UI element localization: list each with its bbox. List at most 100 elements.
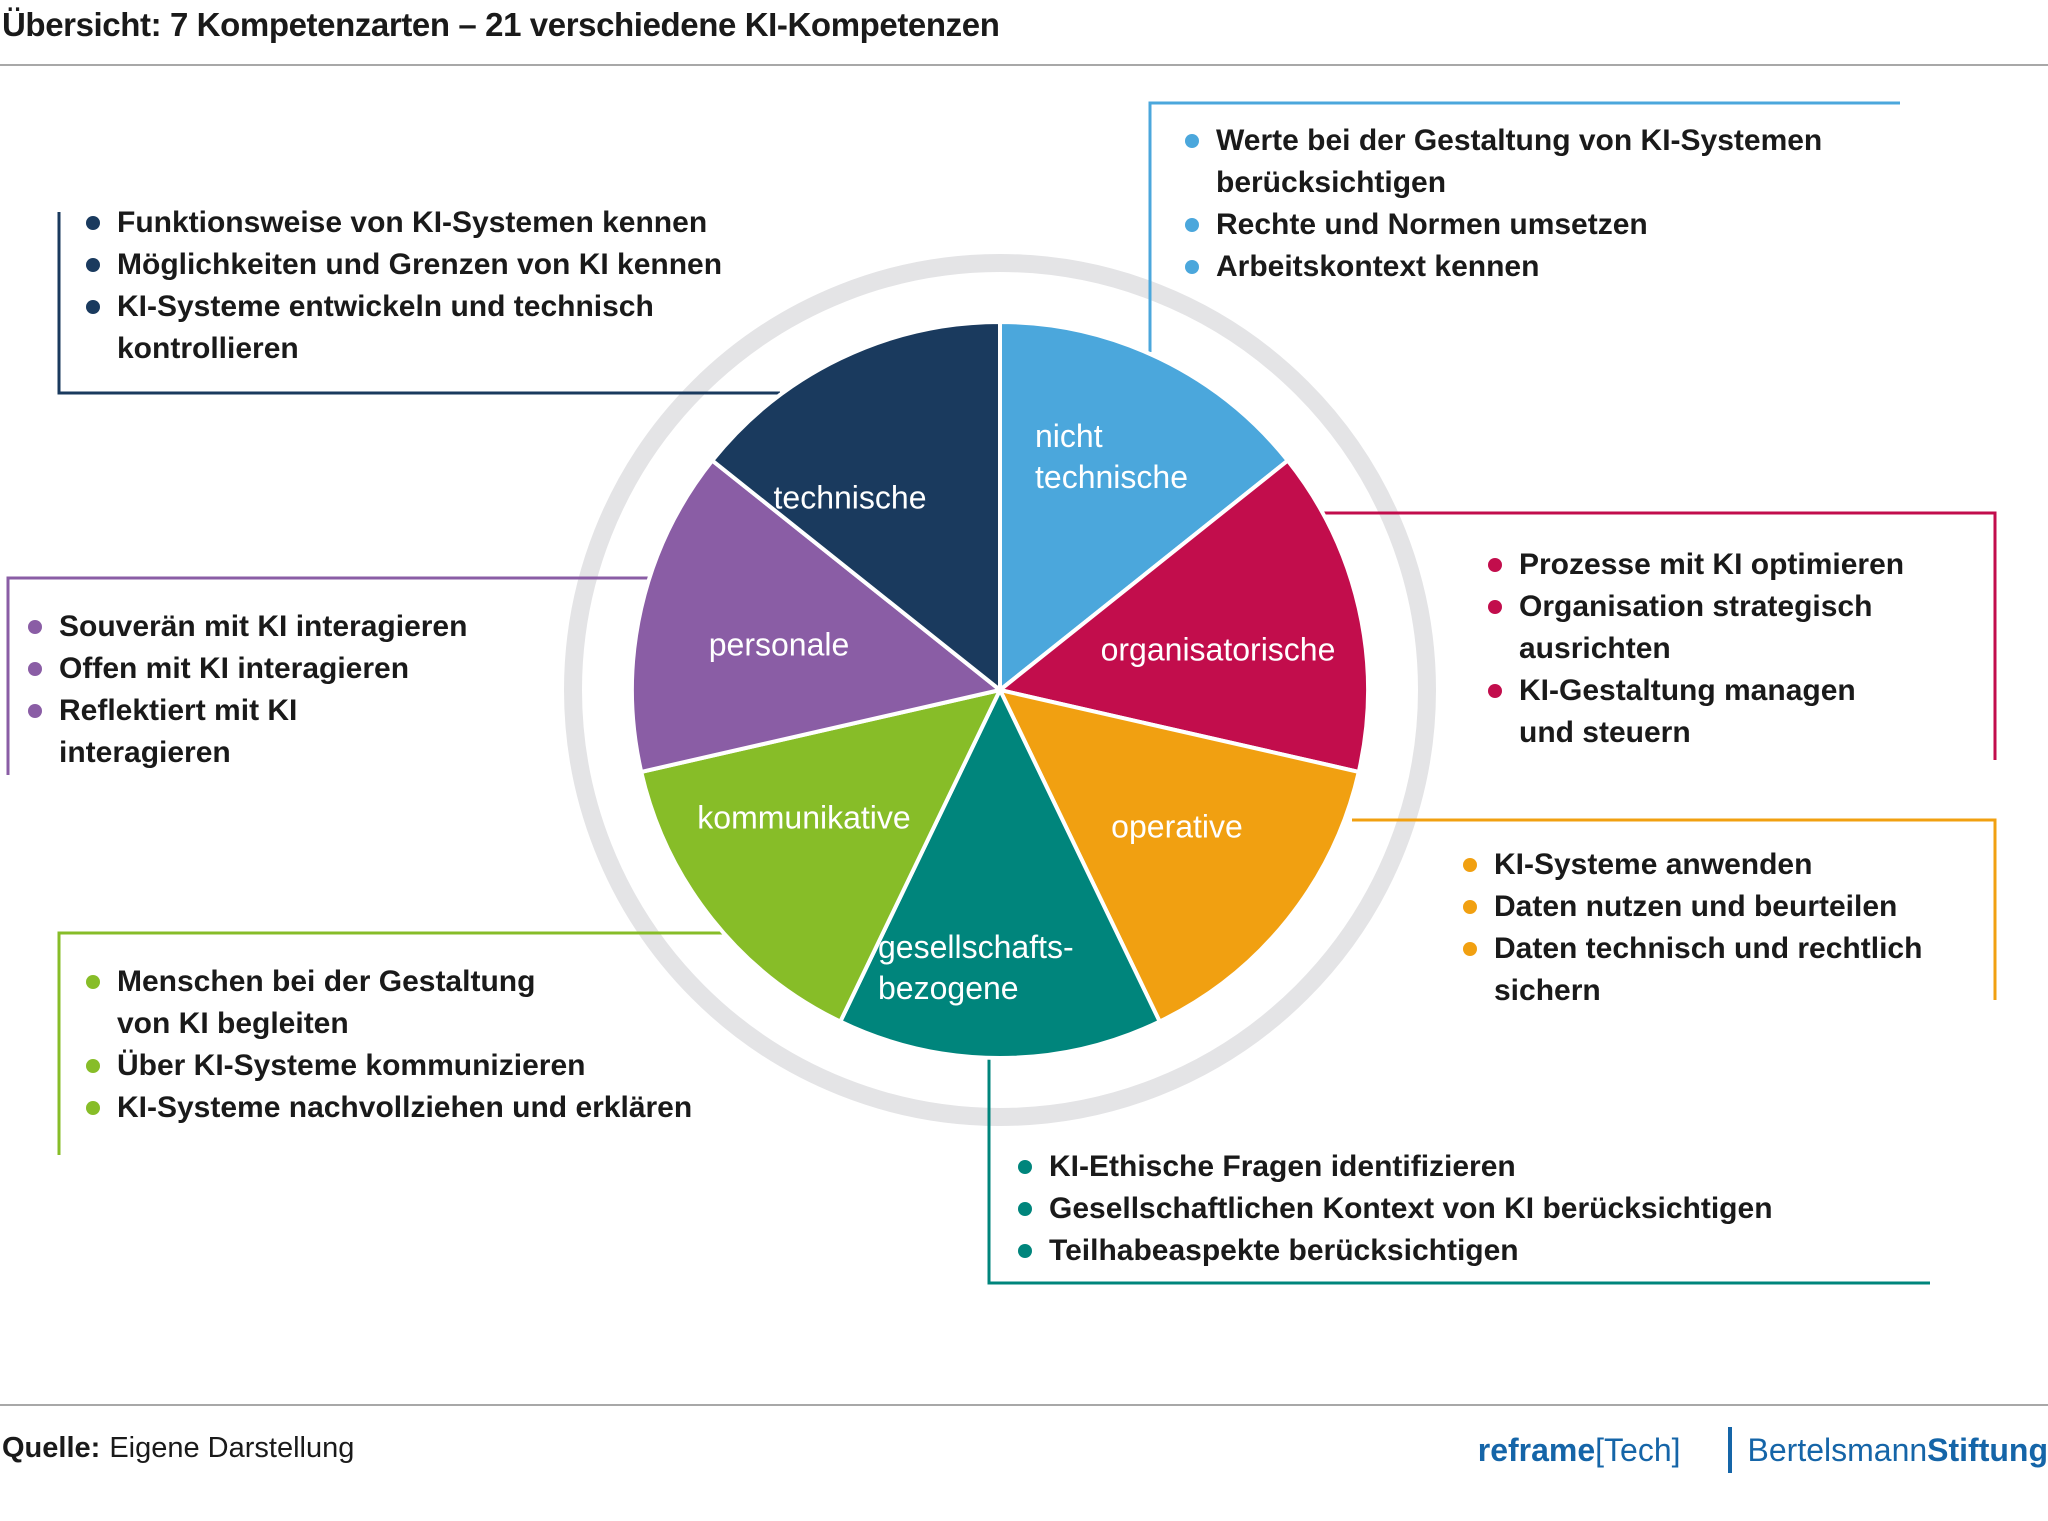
- bullet-text: KI-Systeme entwickeln und technisch kont…: [117, 290, 654, 365]
- bullet-item: Möglichkeiten und Grenzen von KI kennen: [86, 244, 722, 286]
- connector-nicht-technische: [1148, 101, 1900, 352]
- bullet-text: Daten technisch und rechtlich sichern: [1494, 932, 1923, 1007]
- pie-slice-gesellschaftsbezogene: [838, 688, 1162, 1060]
- pie-slice-organisatorische: [998, 458, 1370, 774]
- source-label: Quelle:: [2, 1432, 101, 1464]
- bullet-dot: [86, 1059, 100, 1073]
- bullet-dot: [86, 216, 100, 230]
- bullet-item: Über KI-Systeme kommunizieren: [86, 1045, 692, 1087]
- bullet-text: Daten nutzen und beurteilen: [1494, 890, 1898, 923]
- bertelsmann-stiftung-logo: BertelsmannStiftung: [1747, 1431, 2048, 1468]
- bullet-list-kommunikative: Menschen bei der Gestaltung von KI begle…: [86, 961, 692, 1129]
- bullet-item: Reflektiert mit KI interagieren: [28, 690, 467, 774]
- bullet-dot: [1488, 684, 1502, 698]
- pie-slice-personale: [630, 458, 1002, 774]
- bullet-item: Werte bei der Gestaltung von KI-Systemen…: [1185, 120, 1822, 204]
- reframe-tech-logo: reframe[Tech]: [1477, 1431, 1681, 1468]
- bullet-item: Funktionsweise von KI-Systemen kennen: [86, 202, 722, 244]
- bullet-text: Prozesse mit KI optimieren: [1519, 548, 1905, 581]
- pie-slice-nicht-technische: [998, 320, 1290, 692]
- bullet-item: KI-Systeme nachvollziehen und erklären: [86, 1087, 692, 1129]
- pie-slice-kommunikative: [639, 688, 1002, 1024]
- bullet-dot: [1463, 858, 1477, 872]
- brand-separator: [1727, 1427, 1732, 1473]
- bullet-dot: [1463, 942, 1477, 956]
- connector-gesellschaftsbezogene: [987, 1058, 1930, 1285]
- connector-personale: [6, 576, 650, 775]
- bullet-text: Arbeitskontext kennen: [1216, 250, 1540, 283]
- bullet-dot: [1488, 558, 1502, 572]
- bullet-dot: [86, 1101, 100, 1115]
- callout-nicht-technische: Werte bei der Gestaltung von KI-Systemen…: [1185, 120, 1822, 288]
- pie-label-organisatorische: organisatorische: [1100, 631, 1336, 668]
- pie-label-gesellschaftsbezogene: gesellschafts- bezogene: [878, 929, 1074, 1006]
- bullet-text: Teilhabeaspekte berücksichtigen: [1049, 1234, 1519, 1267]
- source-text: Eigene Darstellung: [109, 1432, 355, 1464]
- bullet-text: Organisation strategisch ausrichten: [1519, 590, 1873, 665]
- bullet-dot: [1185, 218, 1199, 232]
- bullet-dot: [28, 620, 42, 634]
- bullet-item: Menschen bei der Gestaltung von KI begle…: [86, 961, 692, 1045]
- bullet-item: KI-Gestaltung managen und steuern: [1488, 670, 1904, 754]
- bullet-dot: [1185, 260, 1199, 274]
- bullet-text: KI-Systeme anwenden: [1494, 848, 1813, 881]
- bullet-item: Arbeitskontext kennen: [1185, 246, 1822, 288]
- page-title: Übersicht: 7 Kompetenzarten – 21 verschi…: [2, 6, 1000, 43]
- bullet-dot: [1463, 900, 1477, 914]
- bullet-dot: [86, 975, 100, 989]
- bullet-text: Werte bei der Gestaltung von KI-Systemen…: [1216, 124, 1823, 199]
- source-note: Quelle:Eigene Darstellung: [2, 1432, 354, 1465]
- callout-kommunikative: Menschen bei der Gestaltung von KI begle…: [86, 961, 692, 1129]
- bullet-dot: [86, 258, 100, 272]
- bullet-item: KI-Systeme anwenden: [1463, 844, 1922, 886]
- bullet-dot: [1488, 600, 1502, 614]
- bullet-item: Rechte und Normen umsetzen: [1185, 204, 1822, 246]
- bullet-item: Daten technisch und rechtlich sichern: [1463, 928, 1922, 1012]
- outer-ring: [564, 254, 1436, 1126]
- pie-label-kommunikative: kommunikative: [697, 799, 911, 836]
- bullet-item: Organisation strategisch ausrichten: [1488, 586, 1904, 670]
- pie-label-operative: operative: [1111, 808, 1243, 845]
- bullet-item: Offen mit KI interagieren: [28, 648, 467, 690]
- pie-label-personale: personale: [708, 626, 850, 663]
- bullet-text: Rechte und Normen umsetzen: [1216, 208, 1648, 241]
- bullet-text: Offen mit KI interagieren: [59, 652, 410, 685]
- bullet-text: Über KI-Systeme kommunizieren: [117, 1049, 586, 1082]
- pie-label-nicht-technische: nicht technische: [1035, 418, 1188, 495]
- bullet-dot: [1018, 1244, 1032, 1258]
- bullet-item: KI-Ethische Fragen identifizieren: [1018, 1146, 1773, 1188]
- bullet-item: Teilhabeaspekte berücksichtigen: [1018, 1230, 1773, 1272]
- bullet-text: Funktionsweise von KI-Systemen kennen: [117, 206, 708, 239]
- pie-label-technische: technische: [773, 479, 927, 516]
- footer-divider: [0, 1404, 2048, 1406]
- pie-slices-group: [630, 320, 1370, 1060]
- connector-organisatorische: [1322, 511, 1997, 760]
- pie-slice-technische: [710, 320, 1002, 692]
- bullet-text: Gesellschaftlichen Kontext von KI berück…: [1049, 1192, 1773, 1225]
- bullet-list-nicht-technische: Werte bei der Gestaltung von KI-Systemen…: [1185, 120, 1822, 288]
- bullet-dot: [28, 704, 42, 718]
- connector-operative: [1352, 818, 1997, 1000]
- bullet-text: Möglichkeiten und Grenzen von KI kennen: [117, 248, 723, 281]
- bullet-dot: [1018, 1202, 1032, 1216]
- bullet-item: Prozesse mit KI optimieren: [1488, 544, 1904, 586]
- bullet-text: KI-Systeme nachvollziehen und erklären: [117, 1091, 693, 1124]
- pie-slice-operative: [998, 688, 1361, 1024]
- title-divider: [0, 64, 2048, 66]
- bullet-dot: [86, 300, 100, 314]
- bullet-text: Reflektiert mit KI interagieren: [59, 694, 298, 769]
- bullet-item: KI-Systeme entwickeln und technisch kont…: [86, 286, 722, 370]
- bullet-item: Souverän mit KI interagieren: [28, 606, 467, 648]
- bullet-text: Menschen bei der Gestaltung von KI begle…: [117, 965, 536, 1040]
- bullet-dot: [1185, 134, 1199, 148]
